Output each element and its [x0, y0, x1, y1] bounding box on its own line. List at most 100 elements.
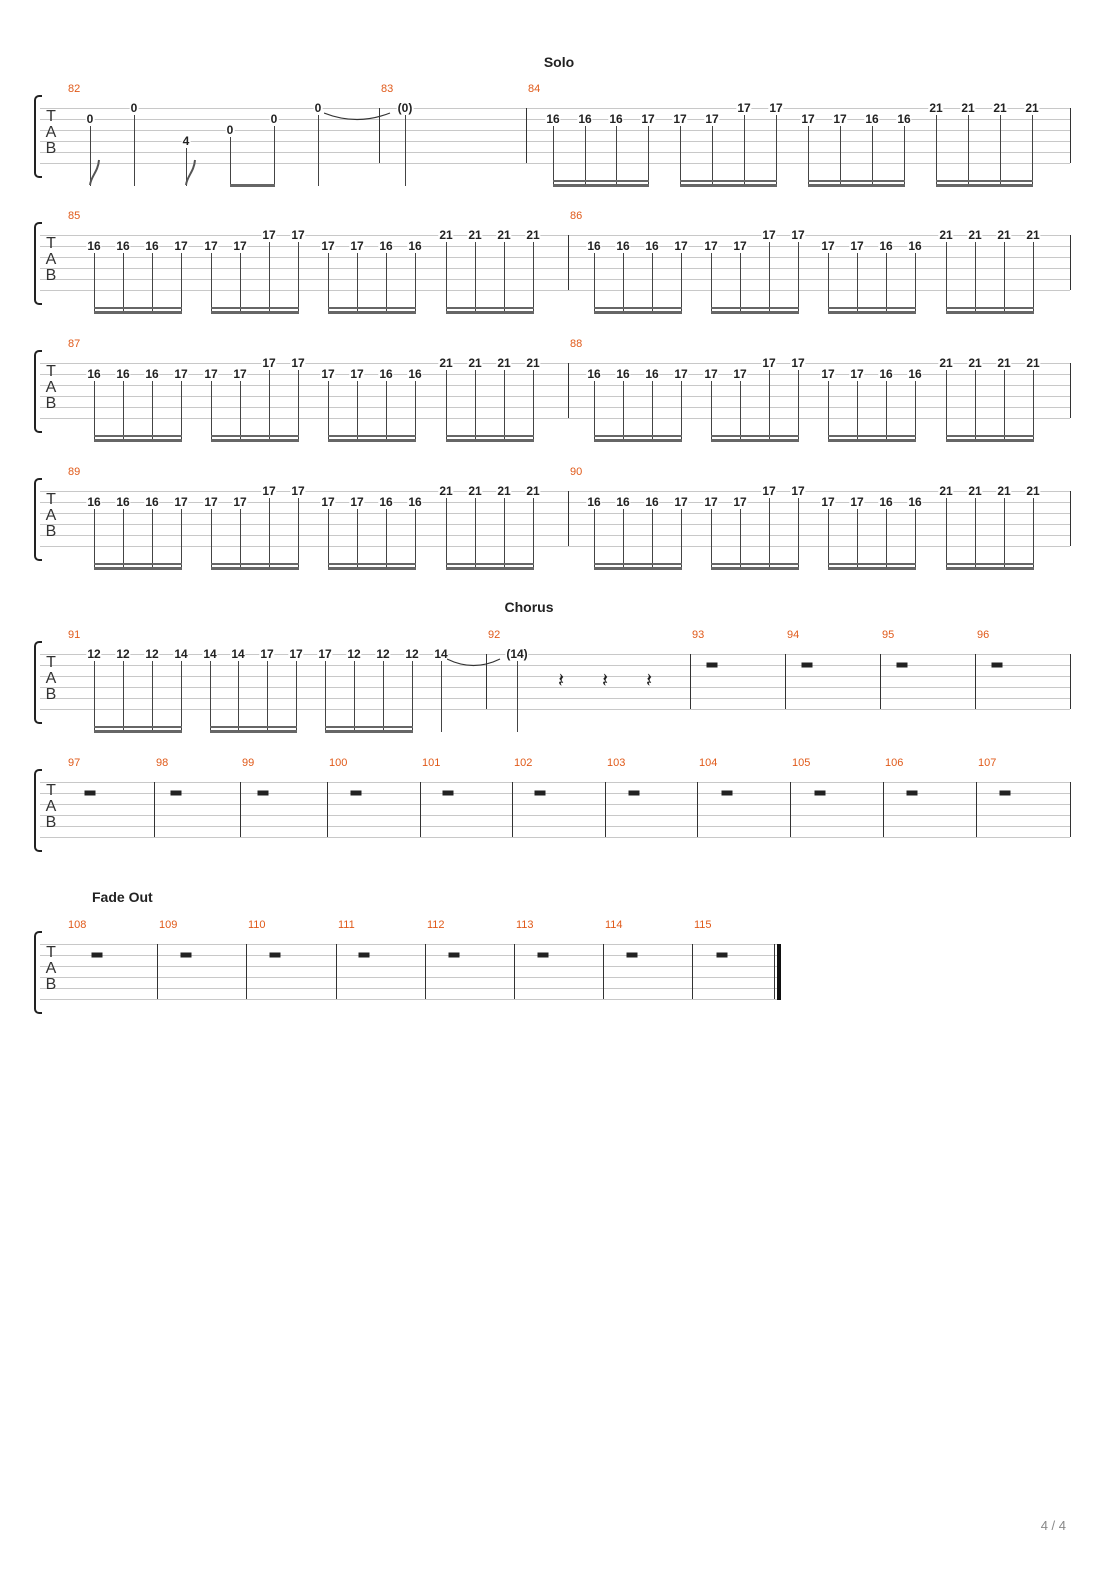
fret-number: 16: [896, 112, 912, 126]
note-stem: [1033, 498, 1034, 569]
barline: [697, 782, 698, 837]
measure-number: 104: [699, 757, 718, 769]
note-stem: [594, 509, 595, 569]
fret-number: 17: [800, 112, 816, 126]
fret-number: 17: [704, 112, 720, 126]
note-stem: [298, 498, 299, 569]
note-beam: [711, 439, 799, 442]
measure-number: 100: [329, 757, 348, 769]
fret-number: 0: [269, 112, 279, 126]
fret-number: 16: [907, 495, 923, 509]
note-stem: [446, 370, 447, 441]
barline: [568, 235, 569, 290]
measure-number: 86: [570, 210, 583, 222]
fret-number: 17: [320, 495, 336, 509]
note-beam-secondary: [594, 435, 682, 437]
measure-number: 83: [381, 83, 394, 95]
note-stem: [298, 242, 299, 313]
note-beam-secondary: [211, 563, 299, 565]
fret-number: 12: [144, 647, 160, 661]
note-stem: [623, 253, 624, 313]
barline-end: [1070, 363, 1071, 418]
note-stem: [652, 253, 653, 313]
note-stem: [975, 242, 976, 313]
note-beam-secondary: [711, 563, 799, 565]
measure-number: 95: [882, 629, 895, 641]
measure-number: 87: [68, 338, 81, 350]
note-stem: [181, 661, 182, 732]
note-beam: [446, 311, 534, 314]
staff-line: [40, 374, 1070, 375]
whole-rest: [257, 790, 269, 796]
note-stem: [240, 253, 241, 313]
barline: [690, 654, 691, 709]
fret-number: 21: [996, 484, 1012, 498]
barline-end: [1070, 491, 1071, 546]
measure-number: 109: [159, 919, 178, 931]
fret-number: 12: [375, 647, 391, 661]
staff-line: [40, 546, 1070, 547]
fret-number: 21: [1025, 228, 1041, 242]
staff-line: [40, 698, 1070, 699]
note-beam: [211, 567, 299, 570]
measure-number: 110: [248, 919, 266, 931]
note-stem: [904, 126, 905, 186]
staff-line: [40, 513, 1070, 514]
fret-number: 17: [673, 495, 689, 509]
note-beam-secondary: [828, 307, 916, 309]
fret-number: 17: [732, 495, 748, 509]
note-beam-secondary: [211, 435, 299, 437]
measure-number: 112: [427, 919, 445, 931]
measure-number: 107: [978, 757, 997, 769]
note-beam-secondary: [446, 307, 534, 309]
fret-number: 16: [615, 367, 631, 381]
fret-number: 0: [313, 101, 323, 115]
barline: [379, 108, 380, 163]
note-beam-secondary: [680, 180, 777, 182]
fret-number: 17: [349, 367, 365, 381]
barline-end: [1070, 108, 1071, 163]
whole-rest: [721, 790, 733, 796]
whole-rest: [170, 790, 182, 796]
staff-line: [40, 290, 1070, 291]
note-flag: [185, 159, 196, 186]
tab-clef-letter: T: [46, 108, 56, 125]
whole-rest: [991, 662, 1003, 668]
fret-number: 17: [672, 112, 688, 126]
note-stem: [269, 370, 270, 441]
note-stem: [623, 509, 624, 569]
tab-clef-letter: A: [45, 251, 57, 268]
note-stem: [230, 137, 231, 186]
note-stem: [828, 253, 829, 313]
barline: [240, 782, 241, 837]
tab-clef-letter: T: [46, 654, 56, 671]
note-stem: [740, 509, 741, 569]
note-stem: [1004, 498, 1005, 569]
note-stem: [328, 253, 329, 313]
note-stem: [744, 115, 745, 186]
note-beam: [828, 567, 916, 570]
fret-number: 17: [761, 228, 777, 242]
note-stem: [328, 509, 329, 569]
whole-rest: [896, 662, 908, 668]
note-beam-secondary: [828, 435, 916, 437]
system-brace: [34, 769, 42, 852]
fret-number: 17: [820, 239, 836, 253]
note-stem: [94, 253, 95, 313]
fret-number: 17: [790, 228, 806, 242]
note-stem: [405, 115, 406, 186]
note-beam: [210, 730, 297, 733]
page-number: 4 / 4: [1040, 1518, 1066, 1533]
note-stem: [446, 498, 447, 569]
note-beam: [446, 439, 534, 442]
note-stem: [415, 509, 416, 569]
fret-number: 16: [878, 495, 894, 509]
staff-line: [40, 418, 1070, 419]
quarter-rest: 𝄽: [601, 670, 609, 692]
system-brace: [34, 95, 42, 178]
measure-number: 93: [692, 629, 705, 641]
note-stem: [808, 126, 809, 186]
fret-number: 17: [790, 484, 806, 498]
note-beam-secondary: [446, 563, 534, 565]
note-stem: [968, 115, 969, 186]
